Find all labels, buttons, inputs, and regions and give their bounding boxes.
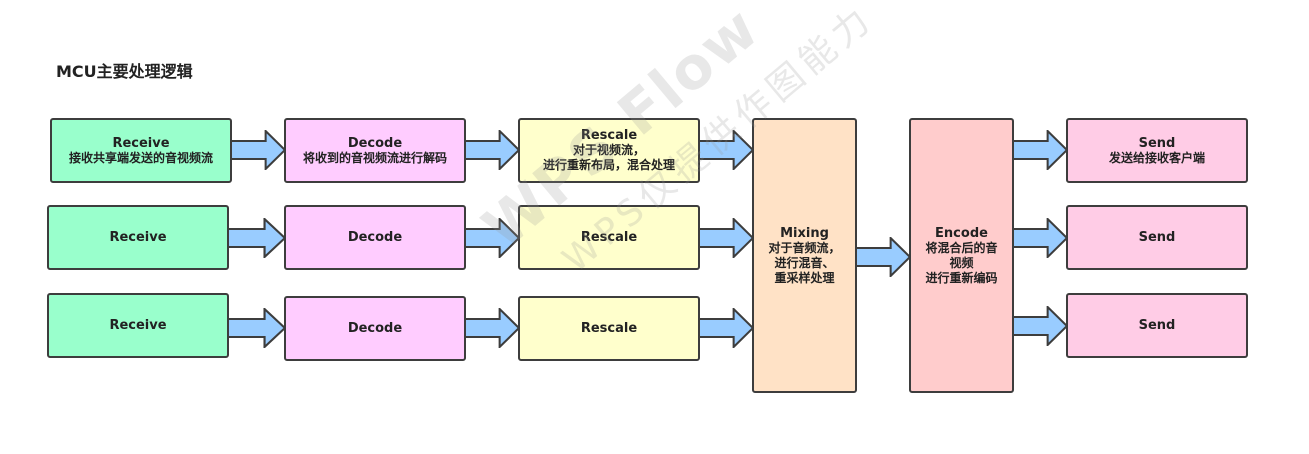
arrow-receive-decode-2 (227, 218, 286, 258)
decode-box-3: Decode (284, 296, 466, 361)
rescale-box-1: Rescale 对于视频流， 进行重新布局，混合处理 (518, 118, 700, 183)
receive-box-3: Receive (47, 293, 229, 358)
page-title: MCU主要处理逻辑 (56, 62, 193, 81)
arrow-encode-send-2 (1012, 218, 1068, 258)
receive-box-1: Receive 接收共享端发送的音视频流 (50, 118, 232, 183)
rescale-box-3: Rescale (518, 296, 700, 361)
decode-box-1: Decode 将收到的音视频流进行解码 (284, 118, 466, 183)
arrow-mixing-encode (855, 237, 911, 277)
encode-box: Encode 将混合后的音 视频 进行重新编码 (909, 118, 1014, 393)
arrow-decode-rescale-2 (464, 218, 520, 258)
arrow-encode-send-1 (1012, 130, 1068, 170)
arrow-decode-rescale-3 (464, 308, 520, 348)
send-box-2: Send (1066, 205, 1248, 270)
arrow-encode-send-3 (1012, 306, 1068, 346)
rescale-box-2: Rescale (518, 205, 700, 270)
send-box-3: Send (1066, 293, 1248, 358)
receive-box-2: Receive (47, 205, 229, 270)
arrow-receive-decode-3 (227, 308, 286, 348)
arrow-rescale-mixing-2 (698, 218, 754, 258)
arrow-rescale-mixing-1 (698, 130, 754, 170)
arrow-receive-decode-1 (230, 130, 286, 170)
arrow-rescale-mixing-3 (698, 308, 754, 348)
mixing-box: Mixing 对于音频流， 进行混音、 重采样处理 (752, 118, 857, 393)
decode-box-2: Decode (284, 205, 466, 270)
send-box-1: Send 发送给接收客户端 (1066, 118, 1248, 183)
arrow-decode-rescale-1 (464, 130, 520, 170)
